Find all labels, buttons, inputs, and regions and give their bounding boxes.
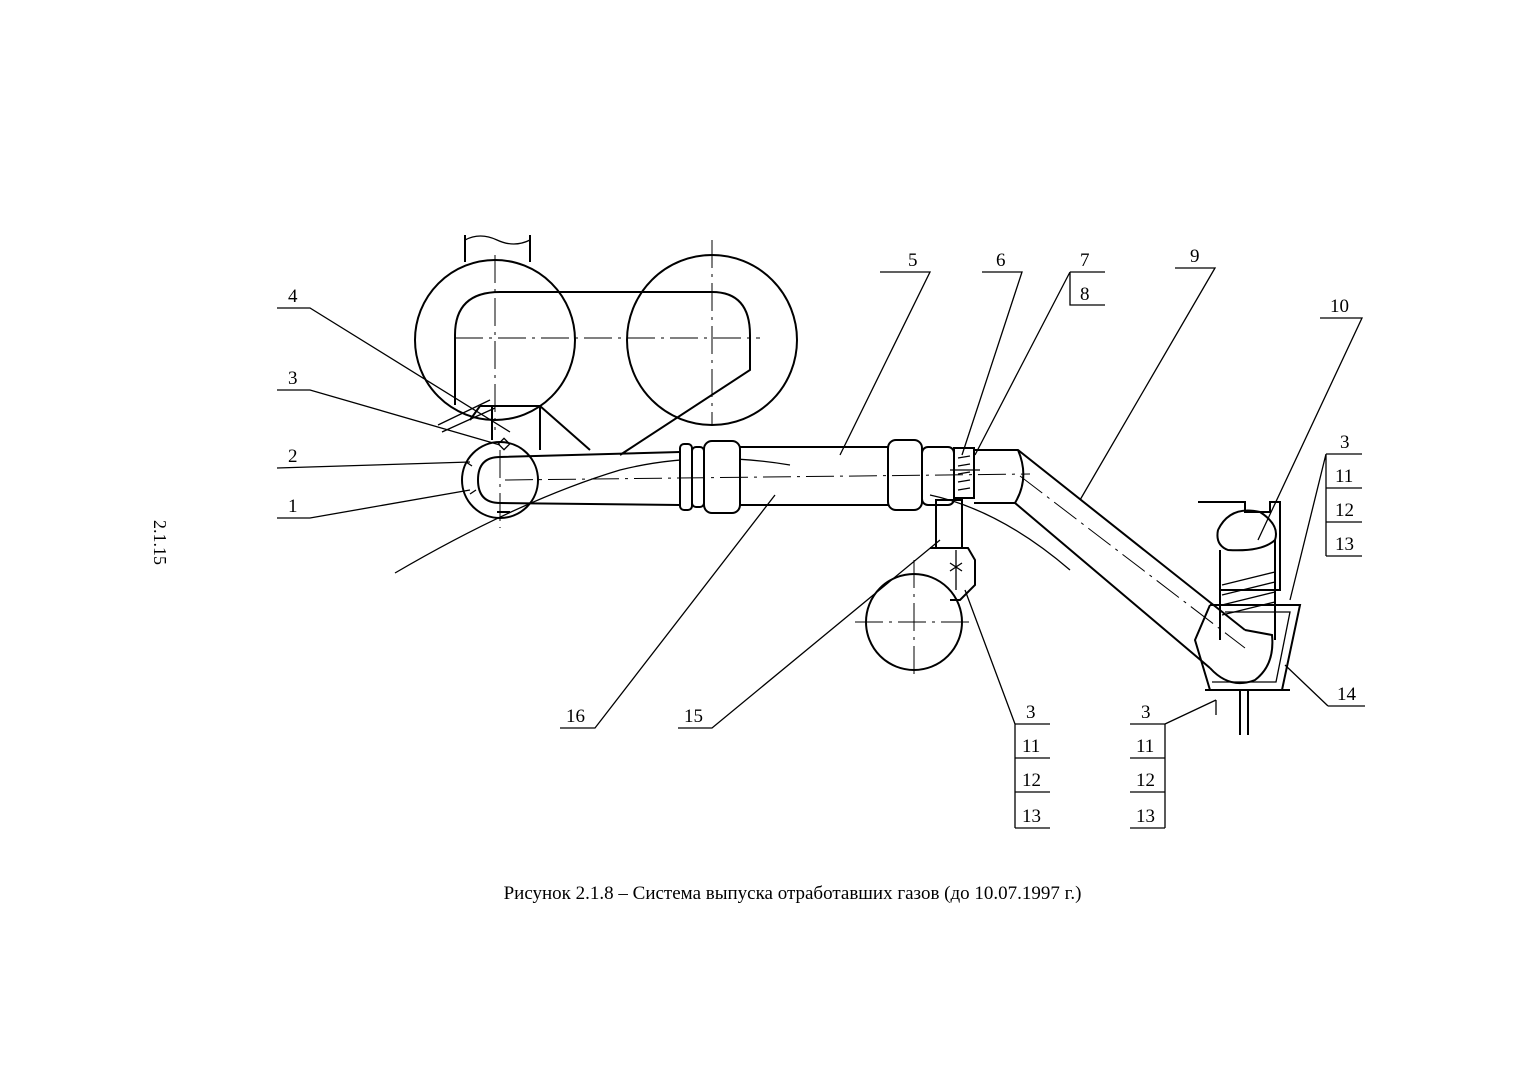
callout-6: 6	[996, 250, 1006, 271]
exhaust-manifold	[454, 291, 751, 456]
callout-3-bottom-right: 3	[1141, 702, 1151, 723]
callout-9: 9	[1190, 246, 1200, 267]
callout-4: 4	[288, 286, 298, 307]
callout-1: 1	[288, 496, 298, 517]
angled-pipe-body	[974, 449, 1246, 669]
callout-13-bottom-mid: 13	[1022, 806, 1041, 827]
main-exhaust-pipe	[499, 439, 1031, 514]
callout-8: 8	[1080, 284, 1090, 305]
figure-caption: Рисунок 2.1.8 – Система выпуска отработа…	[503, 883, 1082, 904]
angled-pipe	[929, 449, 1274, 684]
callout-12-bottom-right: 12	[1136, 770, 1155, 791]
callout-13-right: 13	[1335, 534, 1354, 555]
pipe-section-2	[740, 446, 890, 506]
outlet-flange	[469, 405, 591, 451]
callout-11-bottom-mid: 11	[1022, 736, 1040, 757]
callout-3-bottom-mid: 3	[1026, 702, 1036, 723]
callout-labels: 4 3 2 1 5 6 7 8 9 10 3 11 12 13 14 16 15…	[288, 246, 1357, 827]
page-number: 2.1.15	[150, 520, 170, 565]
pipe-clamp	[950, 447, 980, 499]
callout-11-right: 11	[1335, 466, 1353, 487]
callout-11-bottom-right: 11	[1136, 736, 1154, 757]
callout-13-bottom-right: 13	[1136, 806, 1155, 827]
silencer-support	[1193, 501, 1302, 735]
support-bracket	[855, 499, 976, 680]
callout-12-right: 12	[1335, 500, 1354, 521]
callout-12-bottom-mid: 12	[1022, 770, 1041, 791]
callout-14: 14	[1337, 684, 1357, 705]
callout-15: 15	[684, 706, 703, 727]
pipe-section-1	[499, 451, 681, 506]
silencer-outlet	[1216, 509, 1277, 552]
silencer-bracket	[1193, 604, 1302, 691]
callout-16: 16	[566, 706, 585, 727]
callout-2: 2	[288, 446, 298, 467]
turbocharger-assembly	[414, 235, 798, 456]
callout-5: 5	[908, 250, 918, 271]
outlet-stub	[464, 235, 531, 262]
callout-3-left: 3	[288, 368, 298, 389]
callout-3-right: 3	[1340, 432, 1350, 453]
callout-7: 7	[1080, 250, 1090, 271]
leader-lines	[276, 267, 1365, 829]
callout-10: 10	[1330, 296, 1349, 317]
